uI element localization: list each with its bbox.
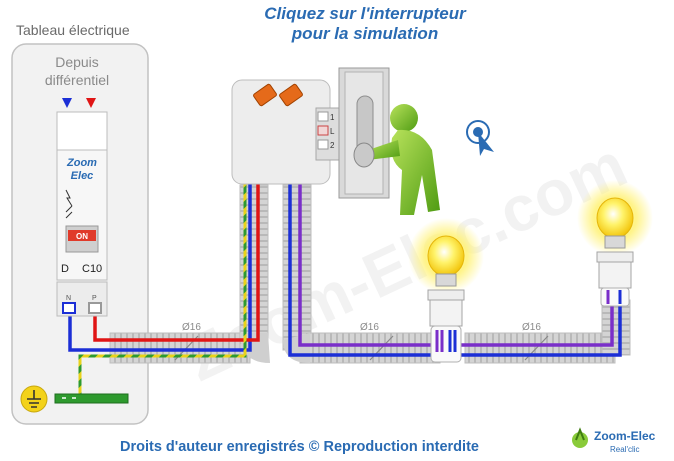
terminal-p-label: P [92,295,97,302]
return-wire-lamp2 [455,300,614,347]
breaker-brand-line1: Zoom [66,157,97,169]
earth-bar [54,393,129,404]
lightning-icon [65,189,73,207]
ceiling-box [600,287,630,307]
phase-arrow-icon [86,98,96,108]
conduit-diameter-label: Ø16 [360,322,379,333]
title-line-2: pour la simulation [291,24,439,43]
earth-wire [78,110,247,398]
bulb-icon [427,235,465,277]
switch-terminal-l: L [330,127,335,136]
source-label: Depuis différentiel [22,53,132,89]
conduit-diameter-label: Ø16 [522,322,541,333]
green-character [353,104,440,215]
terminal-n-label: N [66,295,71,302]
lamp-2 [577,180,653,307]
title-line-1: Cliquez sur l'interrupteur [264,4,466,23]
source-line-2: différentiel [44,72,110,88]
neutral-arrow-icon [62,98,72,108]
breaker-curve: D [61,263,69,275]
simulation-instruction: Cliquez sur l'interrupteur pour la simul… [200,4,530,44]
logo-line-1: Zoom-Elec [594,429,656,443]
copyright-notice: Droits d'auteur enregistrés © Reproducti… [120,439,479,455]
logo-line-2: Real'clic [610,445,640,454]
conduit-diameter-label: Ø16 [182,322,201,333]
switch-plate: 1 L 2 [315,107,341,161]
breaker-on-indicator [68,230,96,241]
terminal-p [88,302,102,314]
lamp-1 [408,218,484,363]
click-pointer-icon [466,120,494,156]
breaker-rating: C10 [82,263,102,275]
terminal-n [62,302,76,314]
wire-connector [253,83,277,107]
breaker-state: ON [76,232,88,241]
conduit-3 [464,299,631,364]
zoom-elec-logo: Zoom-Elec Real'clic [572,427,656,454]
breaker-brand-line2: Elec [71,170,94,182]
source-line-1: Depuis [55,54,99,70]
junction-box [231,79,331,185]
circuit-breaker: Zoom Elec ON D C10 N P [56,111,108,317]
lamp-socket [598,261,632,289]
light-switch[interactable] [338,67,390,199]
panel-label: Tableau électrique [16,22,130,38]
conduit-1 [109,184,270,364]
wire-connector [279,83,303,107]
switch-terminal-2: 2 [330,141,335,150]
switch-terminal-1: 1 [330,113,335,122]
lamp-socket [429,299,463,327]
return-wire [298,180,436,347]
neutral-wire-lamp2 [455,300,622,357]
bulb-icon [596,197,634,239]
